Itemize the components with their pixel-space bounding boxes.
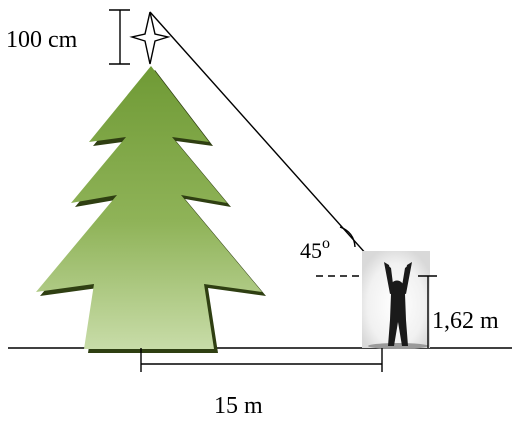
star-height-label: 100 cm (6, 27, 78, 53)
tree (36, 66, 262, 349)
person-silhouette-icon (384, 262, 412, 346)
sight-line (149, 11, 385, 275)
distance-label: 15 m (214, 393, 263, 419)
person-height-label: 1,62 m (432, 308, 499, 334)
angle-arc (339, 226, 356, 248)
star-icon (129, 11, 171, 65)
angle-label: 45o (300, 235, 330, 263)
person-shadow (368, 343, 428, 349)
